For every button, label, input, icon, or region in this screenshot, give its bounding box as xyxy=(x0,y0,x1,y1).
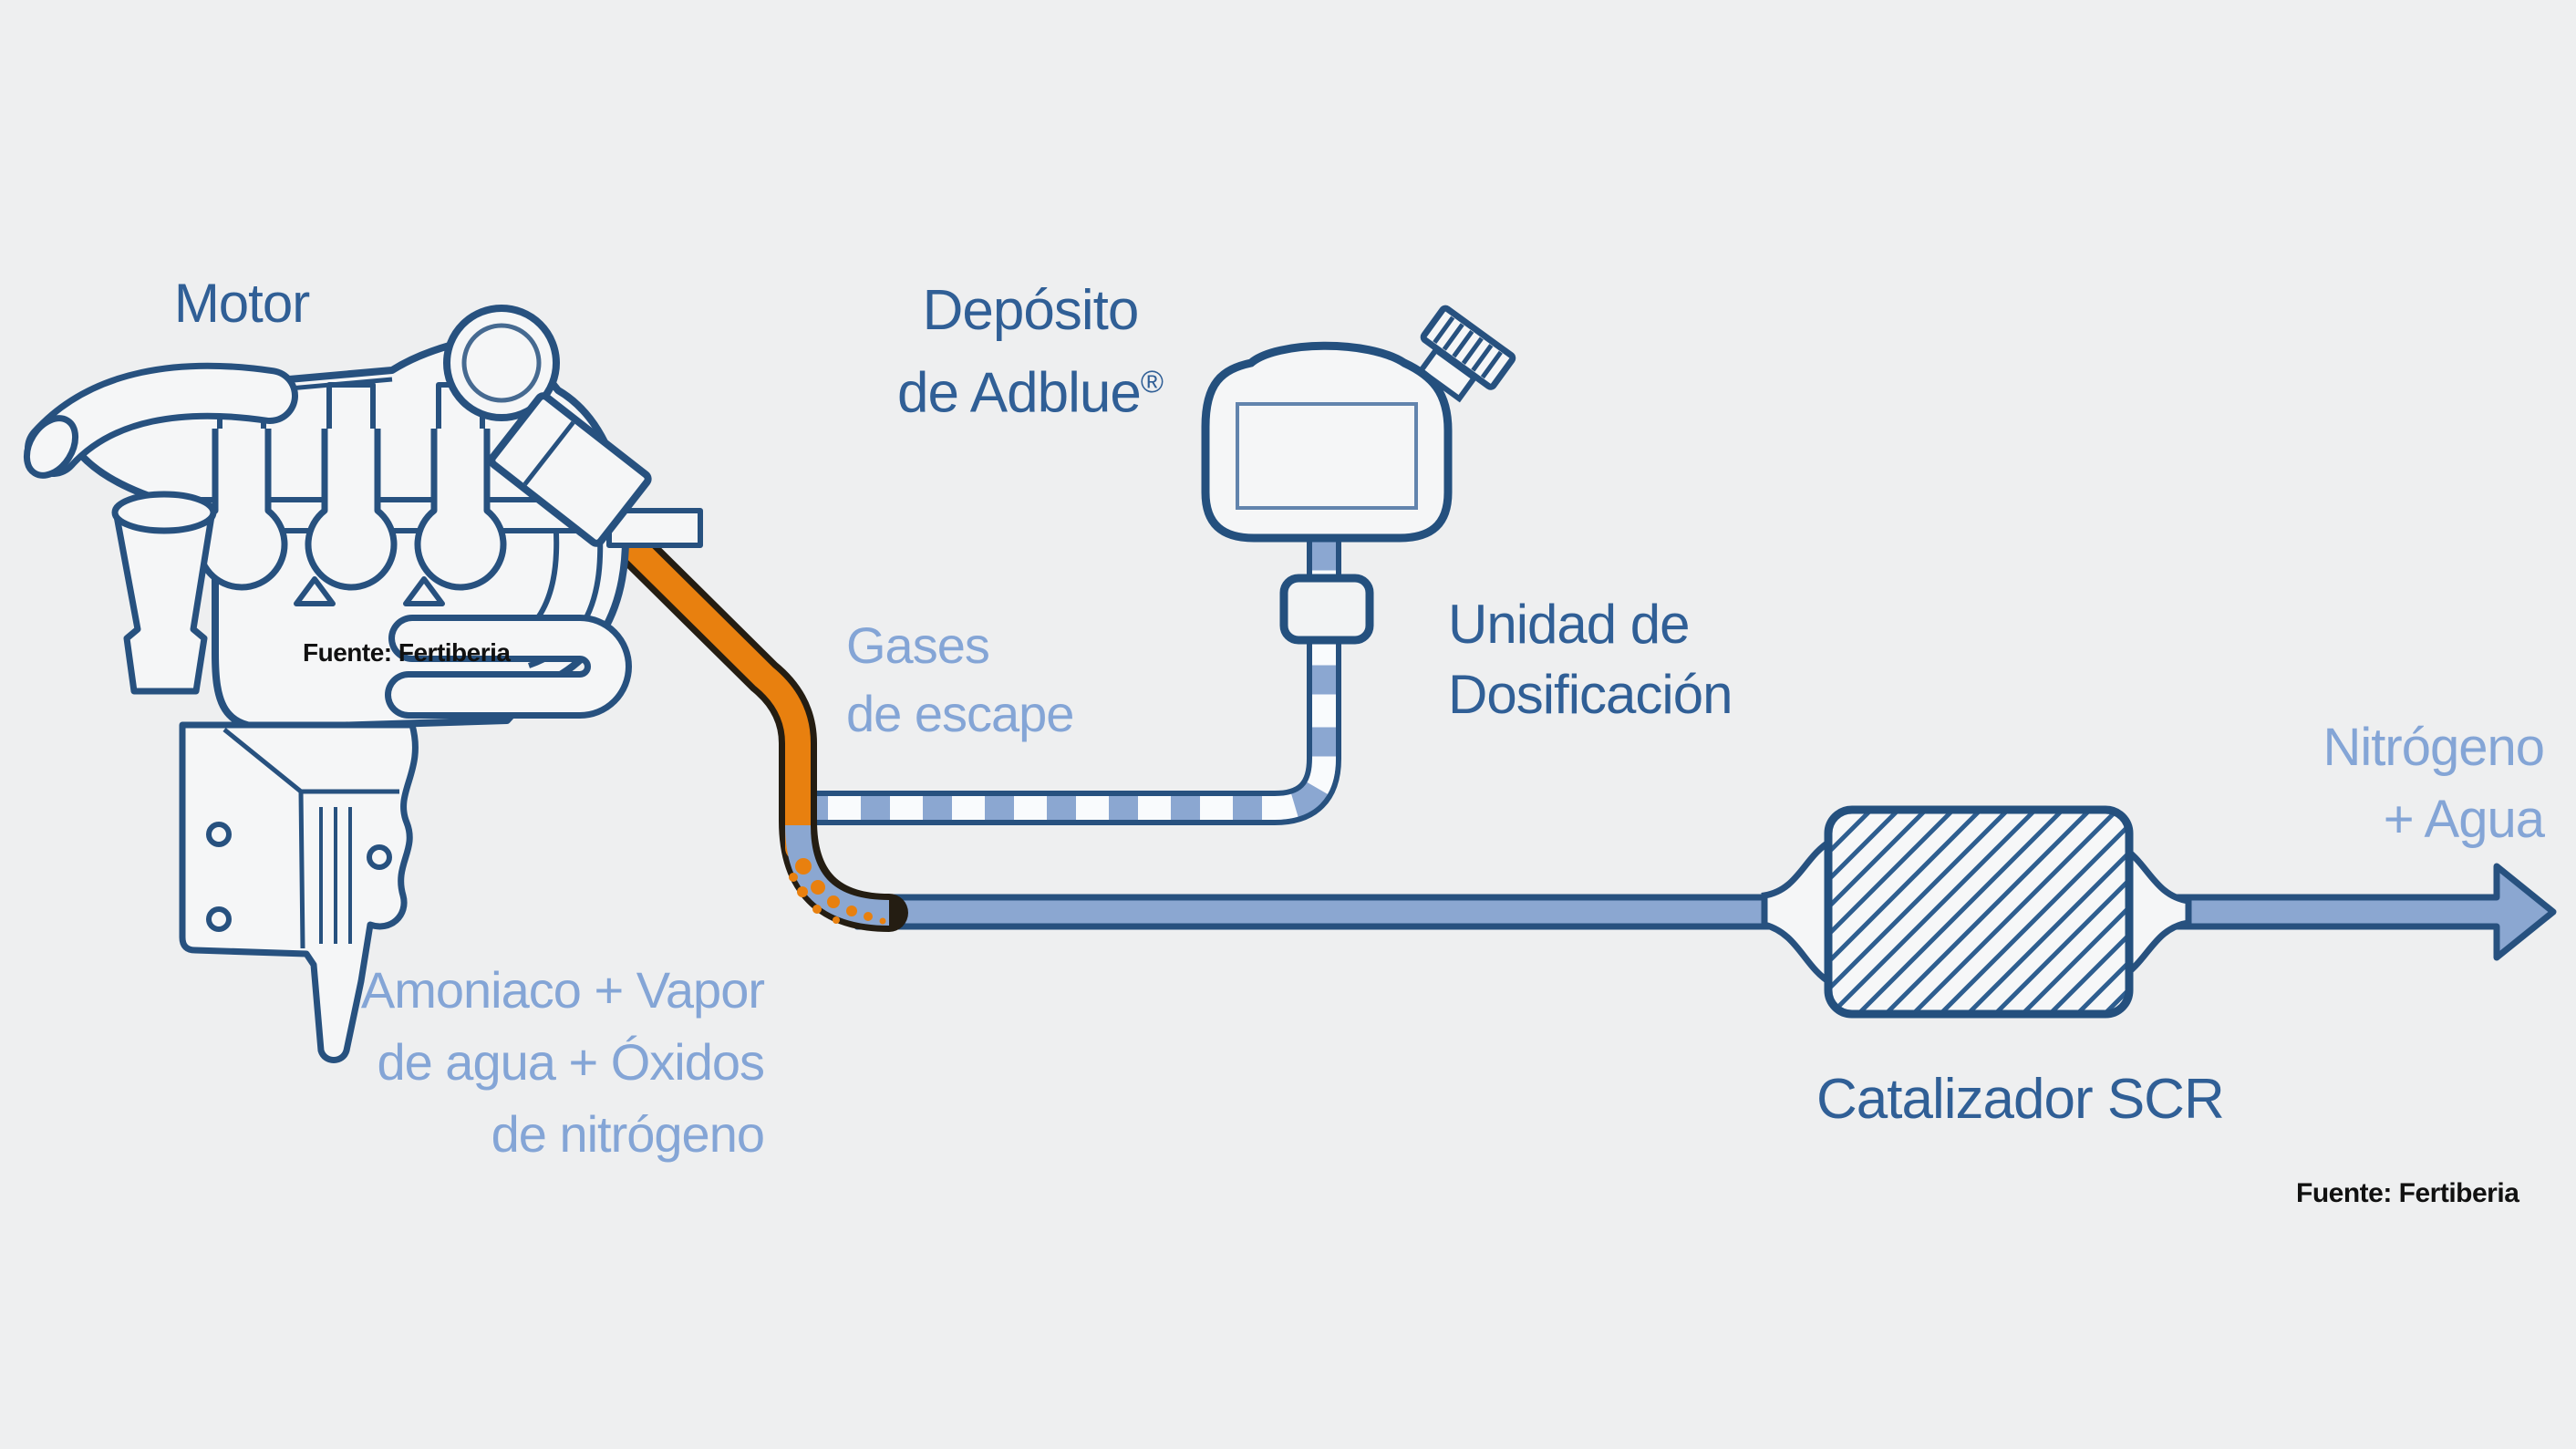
exhaust-nozzle xyxy=(488,392,652,547)
label-motor: Motor xyxy=(173,273,310,334)
block-fold-line xyxy=(222,728,399,949)
label-catalizador-scr: Catalizador SCR xyxy=(1816,1068,2225,1131)
cone-funnel xyxy=(113,512,215,695)
source-credit-engine: Fuente: Fertiberia xyxy=(303,638,511,667)
adblue-supply-line xyxy=(802,538,1341,825)
bolt-hole xyxy=(367,844,392,870)
tank-cap xyxy=(1416,305,1516,403)
dosing-unit xyxy=(1279,574,1374,645)
label-deposito-line2: de Adblue® xyxy=(897,361,1164,425)
catalyst-housing xyxy=(1824,805,2134,1019)
source-credit-bottom: Fuente: Fertiberia xyxy=(2296,1178,2519,1208)
label-deposito-line1: Depósito xyxy=(922,279,1140,342)
horn-mouth xyxy=(23,415,79,479)
bolt-hole xyxy=(206,822,232,847)
engine-block xyxy=(179,721,419,1063)
label-unidad-dosificacion: Unidad de Dosificación xyxy=(1448,594,1733,725)
adblue-tank xyxy=(1201,305,1516,543)
turbo-ring-inner xyxy=(461,323,542,403)
block-ribs xyxy=(319,807,352,944)
scr-catalyst xyxy=(1761,805,2192,1019)
label-deposito-adblue: Depósito de Adblue® xyxy=(821,275,1240,430)
tailpipe-and-flow-arrow xyxy=(853,863,2557,961)
cone-funnel-top xyxy=(111,491,217,534)
hot-exhaust-pipe xyxy=(575,490,908,932)
intake-stub xyxy=(326,382,376,439)
registered-trademark-mark: ® xyxy=(1140,365,1164,399)
tank-window xyxy=(1236,402,1418,510)
tank-body xyxy=(1201,341,1453,543)
cylinder xyxy=(305,429,398,591)
label-nitrogeno-agua: Nitrógeno + Agua xyxy=(2323,718,2545,849)
bolt-hole xyxy=(206,906,232,932)
mixing-dots xyxy=(789,858,886,925)
exhaust-tailpipe xyxy=(853,863,2557,961)
cylinder xyxy=(414,429,507,591)
valve-triangle xyxy=(294,576,336,606)
valve-triangle xyxy=(403,576,445,606)
catalyst-inlet-funnel xyxy=(1761,834,1835,989)
label-gases-escape: Gases de escape xyxy=(846,616,1074,742)
serpentine-pipe-core xyxy=(391,621,626,712)
label-amoniaco-oxidos: Amoniaco + Vapor de agua + Óxidos de nit… xyxy=(360,961,765,1163)
engine-illustration xyxy=(23,305,703,1063)
